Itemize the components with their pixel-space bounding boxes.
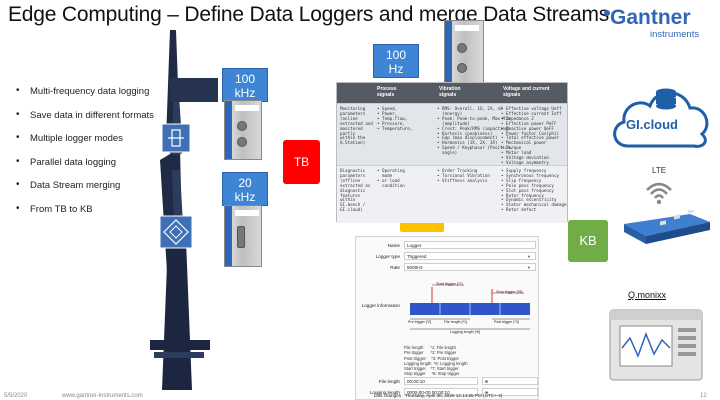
table-cell: • Speed, • Power, • Temp.flow, • Pressur… bbox=[377, 106, 413, 131]
rate-tag-text: 100 kHz bbox=[234, 72, 256, 100]
kb-badge: KB bbox=[568, 220, 608, 262]
qmonixx-label: Q.monixx bbox=[628, 290, 667, 300]
diagram-stop-trigger: Stop trigger [*8] bbox=[496, 290, 523, 294]
logging-length-row: Logging length 0000-00-00 00:00:10 s ▼ bbox=[356, 388, 538, 398]
wind-turbine-illustration bbox=[150, 30, 218, 390]
diagram-post-trigger: Post trigger [*3] bbox=[494, 320, 519, 324]
logging-length-unit-select[interactable]: s ▼ bbox=[482, 388, 538, 396]
cloud-icon bbox=[613, 88, 709, 148]
logger-type-row: Logger type Triggered ▼ bbox=[356, 252, 538, 262]
lte-label: LTE bbox=[652, 166, 667, 175]
bullet-item: Save data in different formats bbox=[16, 109, 154, 134]
logo-sub-text: instruments bbox=[650, 29, 700, 40]
diagram-pre-trigger: Pre trigger [*2] bbox=[408, 320, 432, 324]
table-header-voltage: Voltage and current signals bbox=[503, 86, 550, 98]
table-row-label: Monitoring parameters (online extracted … bbox=[340, 106, 373, 146]
field-label: Logger type bbox=[375, 254, 400, 259]
diagram-start-trigger: Start trigger [*7] bbox=[436, 282, 463, 286]
logger-info-label: Logger information bbox=[361, 303, 400, 308]
turbine-nacelle bbox=[170, 78, 218, 102]
wifi-signal-icon bbox=[646, 182, 672, 205]
field-value: s bbox=[485, 379, 488, 384]
file-length-input[interactable]: 00:00:10 bbox=[404, 377, 478, 385]
field-value: Thursday, April 30, 2020 12:14:55 PM (UT… bbox=[405, 393, 503, 398]
logger-legend: File length: *1: File length Pre trigger… bbox=[404, 345, 468, 377]
chevron-down-icon: ▼ bbox=[485, 379, 489, 384]
logger-rate-row: Rate 5000Hz ▼ bbox=[356, 263, 538, 273]
lte-router-device bbox=[624, 210, 710, 244]
table-row: Monitoring parameters (online extracted … bbox=[337, 103, 567, 165]
chevron-down-icon: ▼ bbox=[527, 254, 531, 259]
table-row-label: Diagnostic parameters (offline extracted… bbox=[340, 168, 371, 213]
chevron-down-icon: ▼ bbox=[485, 390, 489, 395]
rate-tag-text: 100 Hz bbox=[385, 48, 407, 76]
field-label: Logging length bbox=[369, 390, 400, 395]
rate-tag-100khz: 100 kHz bbox=[222, 68, 268, 102]
bullet-list: Multi-frequency data logging Save data i… bbox=[16, 85, 154, 228]
chevron-down-icon: ▼ bbox=[527, 265, 531, 270]
data-logger-device bbox=[224, 100, 262, 160]
diagram-logging-length: Logging length [*6] bbox=[450, 330, 480, 334]
logger-type-select[interactable]: Triggered ▼ bbox=[404, 252, 536, 260]
diagram-file-length: File length [*1] bbox=[444, 320, 467, 324]
logging-length-input[interactable]: 0000-00-00 00:00:10 bbox=[404, 388, 478, 396]
table-cell: • Order Tracking • Torsional Vibration •… bbox=[437, 168, 490, 183]
logger-timing-diagram bbox=[410, 284, 530, 330]
bullet-item: From TB to KB bbox=[16, 203, 154, 228]
table-header-vibration: Vibration signals bbox=[439, 86, 461, 98]
data-logger-device bbox=[224, 205, 262, 267]
field-value: 00:00:10 bbox=[407, 379, 425, 384]
last-changes-row: Last changes Thursday, April 30, 2020 12… bbox=[355, 393, 539, 400]
logger-name-input[interactable]: Logger bbox=[404, 241, 536, 249]
field-label: File length bbox=[378, 379, 400, 384]
bullet-item: Data Stream merging bbox=[16, 179, 154, 204]
logo-main-text: Gantner bbox=[610, 6, 691, 29]
logo-dot-icon bbox=[604, 10, 610, 16]
tb-badge: TB bbox=[283, 140, 320, 184]
gantner-logo: Gantner instruments bbox=[598, 6, 710, 46]
field-value: 5000Hz bbox=[407, 265, 423, 270]
database-icon bbox=[656, 88, 676, 110]
qmonixx-device bbox=[609, 309, 703, 381]
logger-rate-select[interactable]: 5000Hz ▼ bbox=[404, 263, 536, 271]
field-label: Name bbox=[387, 243, 400, 248]
rate-tag-100hz: 100 Hz bbox=[373, 44, 419, 78]
table-cell: • RMS: Overall, 1X, 2X, nX (energy) • Pe… bbox=[437, 106, 513, 156]
field-value: 0000-00-00 00:00:10 bbox=[407, 390, 450, 395]
file-length-unit-select[interactable]: s ▼ bbox=[482, 377, 538, 385]
table-cell: • Effective voltage Ueff • Effective cur… bbox=[501, 106, 562, 165]
logger-config-panel: Name Logger Logger type Triggered ▼ Rate… bbox=[355, 236, 539, 400]
footer-url: www.gantner-instruments.com bbox=[62, 393, 143, 399]
footer-date: 5/5/2020 bbox=[4, 393, 28, 399]
table-cell: • Supply frequency • Synchronous frequen… bbox=[501, 168, 567, 213]
signal-table-header: Process signals Vibration signals Voltag… bbox=[337, 83, 567, 103]
logger-name-row: Name Logger bbox=[356, 241, 538, 251]
rate-tag-text: 20 kHz bbox=[234, 176, 256, 204]
bullet-item: Parallel data logging bbox=[16, 156, 154, 181]
field-value: Logger bbox=[407, 243, 422, 248]
table-cell: • Operating mode • or load condition bbox=[377, 168, 405, 188]
slide-title: Edge Computing – Define Data Loggers and… bbox=[8, 3, 610, 26]
field-value: s bbox=[485, 390, 488, 395]
bullet-item: Multiple logger modes bbox=[16, 132, 154, 157]
table-header-process: Process signals bbox=[377, 86, 397, 98]
signal-table: Process signals Vibration signals Voltag… bbox=[336, 82, 568, 223]
field-label: Rate bbox=[390, 265, 400, 270]
field-label: Last changes bbox=[373, 393, 401, 398]
rate-tag-20khz: 20 kHz bbox=[222, 172, 268, 206]
gi-cloud-label: GI.cloud bbox=[626, 117, 678, 132]
page-number: 12 bbox=[700, 393, 707, 399]
file-length-row: File length 00:00:10 s ▼ bbox=[356, 377, 538, 387]
bullet-item: Multi-frequency data logging bbox=[16, 85, 154, 110]
data-logger-device bbox=[444, 20, 484, 90]
strain-sensor-icon bbox=[159, 215, 193, 249]
field-value: Triggered bbox=[407, 254, 427, 259]
table-row: Diagnostic parameters (offline extracted… bbox=[337, 165, 567, 223]
